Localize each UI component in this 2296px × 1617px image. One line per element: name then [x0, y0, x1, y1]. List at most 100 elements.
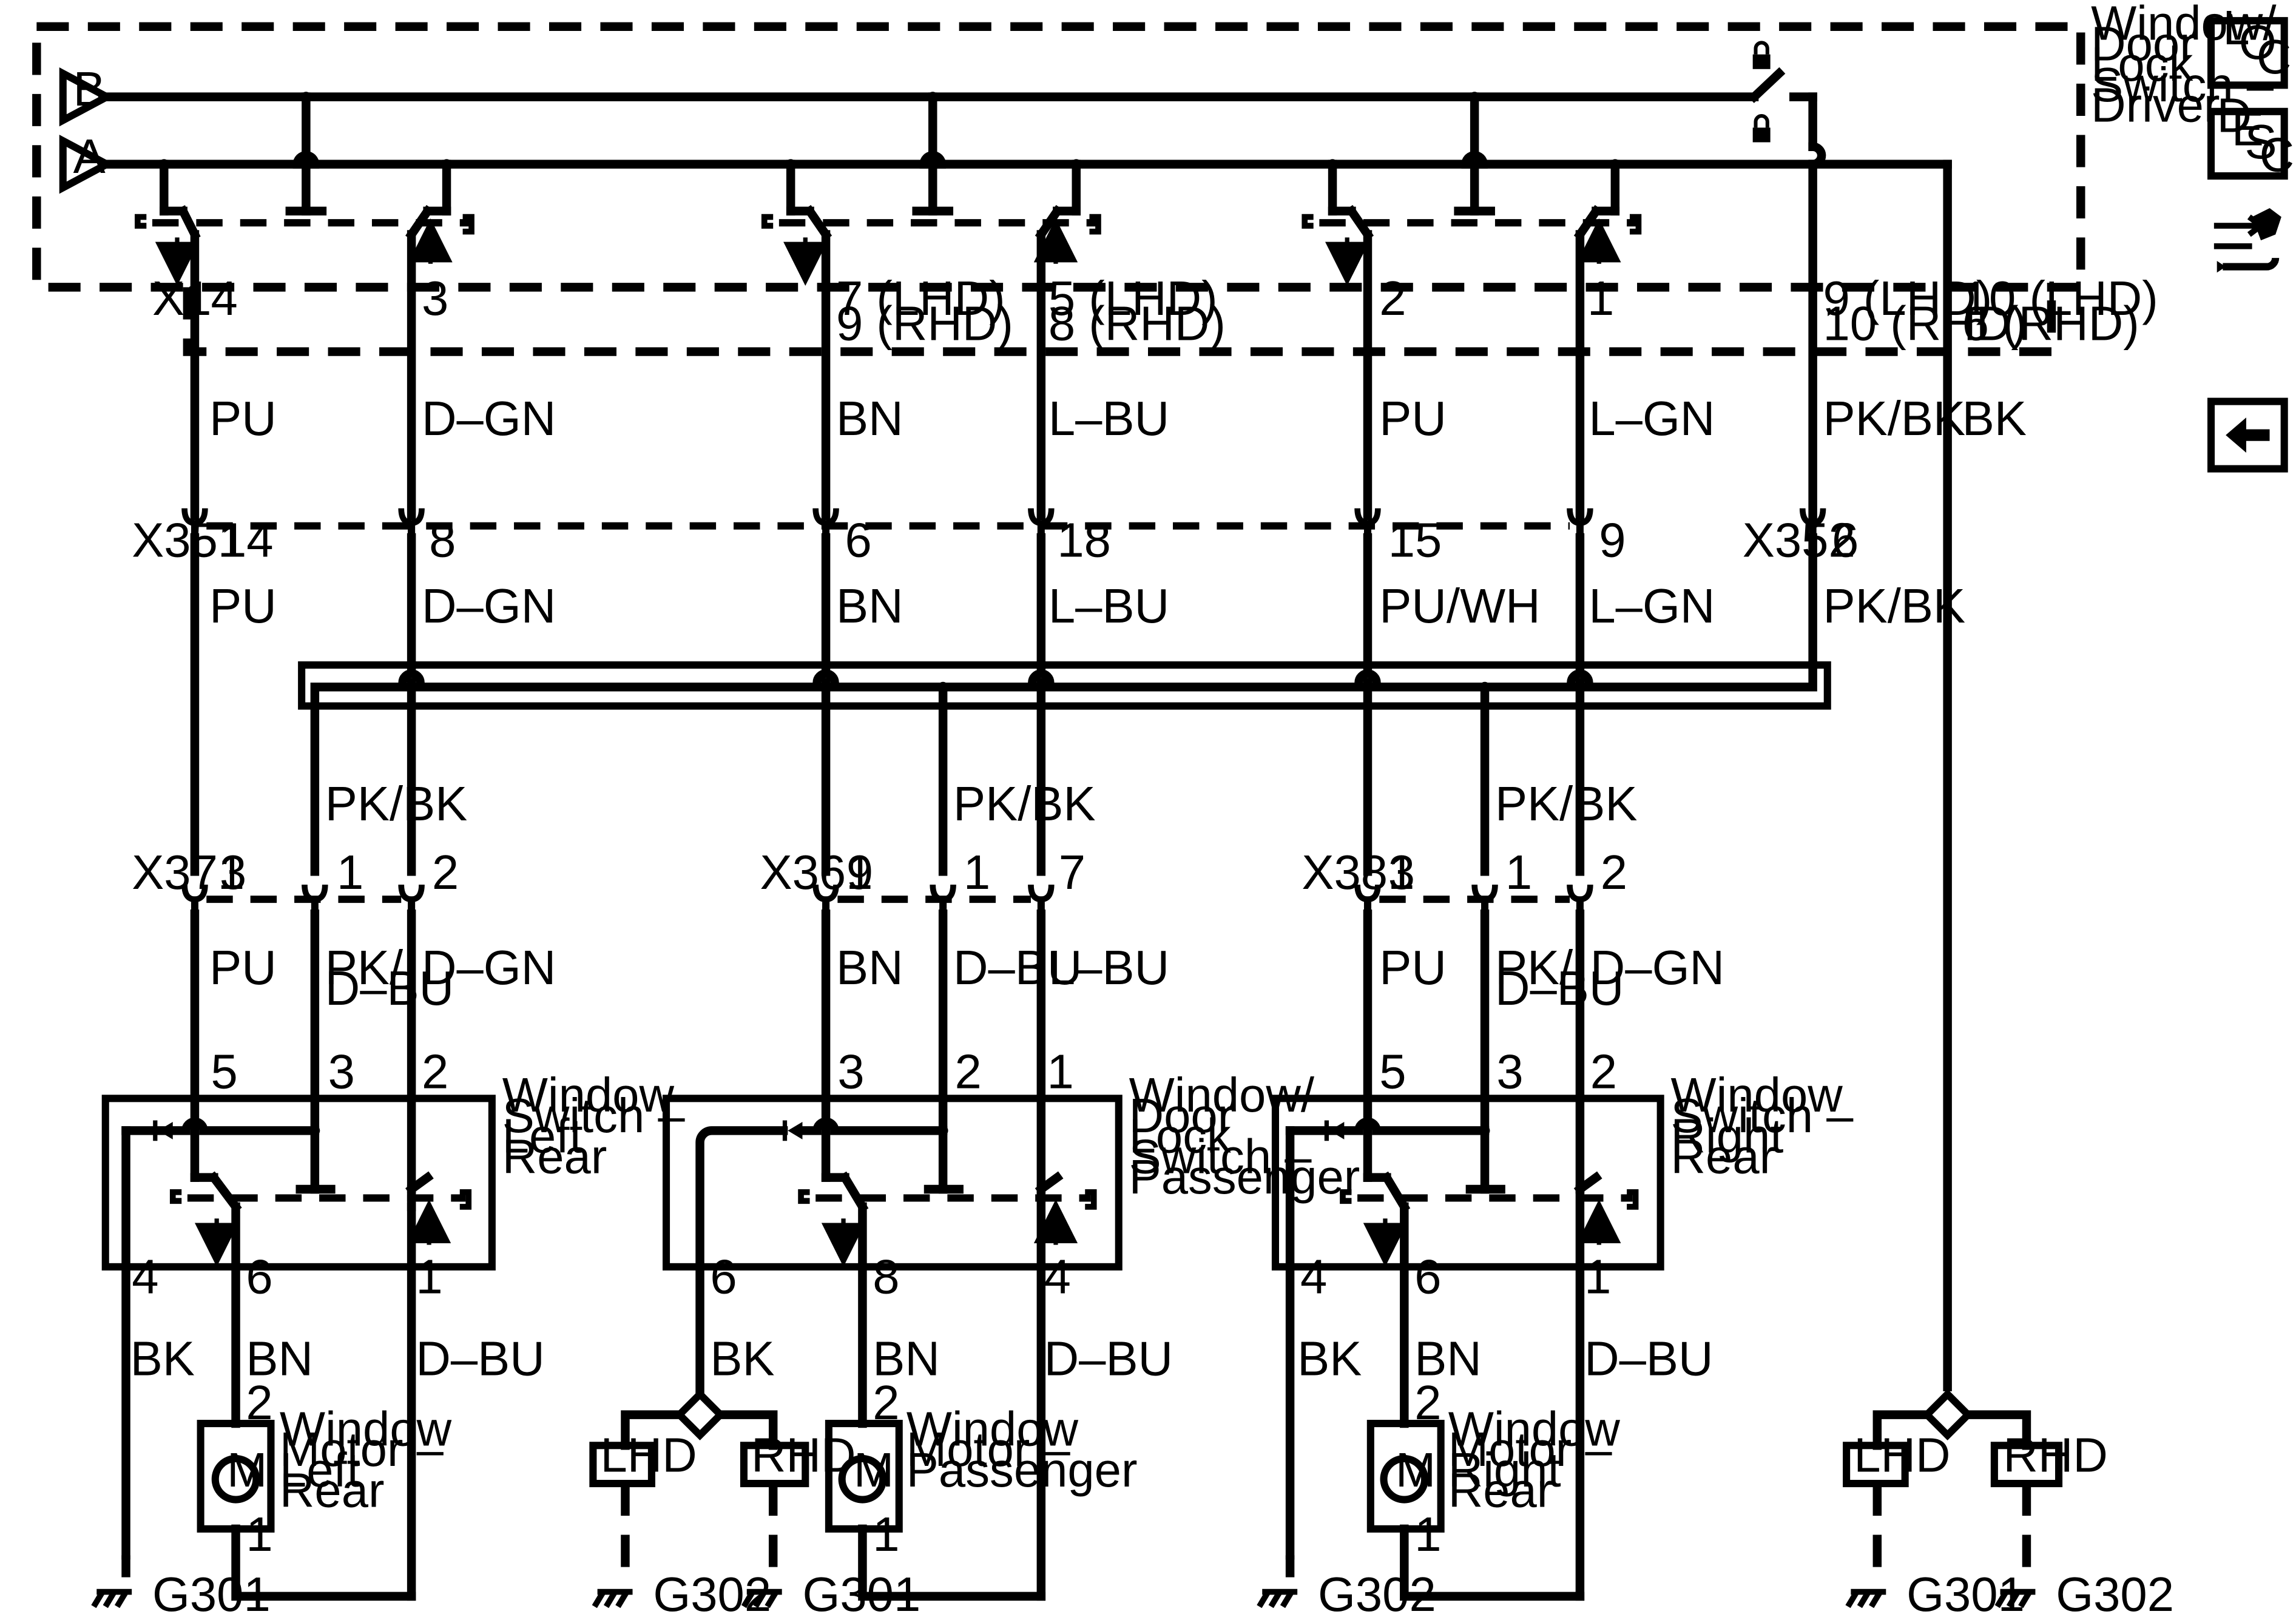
- svg-text:9 (LHD): 9 (LHD): [1823, 271, 1993, 325]
- svg-text:Motor –: Motor –: [907, 1422, 1071, 1476]
- svg-text:6: 6: [845, 513, 871, 567]
- svg-text:X371: X371: [132, 845, 245, 899]
- svg-text:8: 8: [873, 1249, 899, 1303]
- x351-labels: X351 14 8 6 18 15 9 X352 6: [132, 513, 1859, 567]
- svg-text:S: S: [2245, 115, 2277, 169]
- svg-text:1: 1: [416, 1249, 442, 1303]
- svg-text:9 (RHD): 9 (RHD): [836, 296, 1013, 350]
- svg-text:14: 14: [220, 513, 274, 567]
- svg-text:2: 2: [422, 1044, 448, 1098]
- svg-text:X351: X351: [132, 513, 245, 567]
- svg-text:D–GN: D–GN: [422, 391, 556, 445]
- svg-text:2: 2: [432, 845, 459, 899]
- svg-text:Motor –: Motor –: [280, 1422, 444, 1476]
- lower-wires: [190, 910, 1585, 1194]
- svg-text:5 (LHD): 5 (LHD): [1048, 271, 1218, 325]
- input-b-triangle: [59, 67, 115, 127]
- svg-text:6 (RHD): 6 (RHD): [1962, 296, 2139, 350]
- svg-text:PK/BK: PK/BK: [325, 777, 468, 831]
- svg-text:Window: Window: [280, 1402, 452, 1456]
- svg-text:M: M: [227, 1443, 267, 1497]
- svg-text:Passenger: Passenger: [1129, 1150, 1360, 1204]
- svg-text:D–BU: D–BU: [1495, 961, 1624, 1015]
- svg-text:PU: PU: [209, 391, 277, 445]
- svg-text:D: D: [2217, 89, 2252, 143]
- svg-text:Driver: Driver: [2091, 78, 2220, 132]
- svg-text:LHD: LHD: [1854, 1428, 1950, 1482]
- svg-text:1: 1: [1505, 845, 1532, 899]
- svg-text:PK/: PK/: [325, 940, 403, 994]
- input-a-triangle: [59, 134, 115, 194]
- svg-text:2: 2: [954, 1044, 981, 1098]
- svg-text:BN: BN: [836, 391, 903, 445]
- svg-text:Lock: Lock: [1129, 1109, 1231, 1163]
- switch-common-taps: [285, 92, 1495, 216]
- ground-g302-right-icon: [1259, 1592, 1297, 1607]
- input-a-label: A: [73, 129, 106, 183]
- svg-text:Rear: Rear: [1671, 1129, 1776, 1183]
- svg-text:18: 18: [1057, 513, 1111, 567]
- svg-text:M: M: [1396, 1443, 1436, 1497]
- svg-text:3: 3: [1496, 1044, 1523, 1098]
- svg-text:D–BU: D–BU: [1044, 1331, 1173, 1385]
- motor-passenger: M 2 1 Window Motor – Passenger: [825, 1376, 1138, 1601]
- grounds: G301 G302 G301 G302 G301 G302: [93, 1567, 2174, 1617]
- svg-text:4: 4: [1044, 1249, 1071, 1303]
- svg-text:Window: Window: [1448, 1402, 1621, 1456]
- svg-text:5: 5: [1379, 1044, 1406, 1098]
- svg-text:D–BU: D–BU: [953, 940, 1082, 994]
- driver-switch-outline: [32, 22, 2085, 292]
- svg-text:C: C: [2257, 30, 2292, 84]
- svg-text:BN: BN: [873, 1331, 940, 1385]
- x1-connector-outline: [183, 287, 2056, 356]
- svg-text:3: 3: [220, 845, 246, 899]
- door-connectors: [184, 885, 1590, 914]
- svg-text:2: 2: [1414, 1376, 1441, 1430]
- svg-text:2: 2: [1379, 271, 1406, 325]
- driver-arrows: [155, 218, 1621, 286]
- svg-text:PK/BK: PK/BK: [953, 777, 1096, 831]
- left-rear-switch: Window Switch – Left Rear 4 6 1: [101, 1068, 685, 1601]
- svg-text:BN: BN: [246, 1331, 313, 1385]
- svg-text:3: 3: [422, 271, 448, 325]
- svg-text:7: 7: [1059, 845, 1086, 899]
- x1-label: X1: [152, 271, 211, 325]
- svg-text:Passenger: Passenger: [907, 1443, 1138, 1497]
- switch-top-pins: 5 3 2 3 2 1 5 3 2: [211, 1044, 1618, 1098]
- svg-text:BK: BK: [1962, 391, 2027, 445]
- svg-text:1: 1: [1587, 271, 1614, 325]
- svg-text:O: O: [2239, 15, 2277, 69]
- svg-text:L–GN: L–GN: [1589, 579, 1715, 633]
- location-button[interactable]: L O C: [2207, 1, 2292, 89]
- svg-text:BN: BN: [836, 940, 903, 994]
- middle-wires: [190, 533, 1817, 876]
- svg-text:L–BU: L–BU: [1048, 391, 1169, 445]
- svg-text:Door: Door: [1129, 1089, 1234, 1143]
- svg-text:15: 15: [1388, 513, 1442, 567]
- back-button[interactable]: [2207, 397, 2288, 473]
- svg-text:Right: Right: [1448, 1443, 1561, 1497]
- lock-icon: [1753, 116, 1771, 142]
- svg-text:X352: X352: [1743, 513, 1855, 567]
- svg-text:Left: Left: [502, 1109, 583, 1163]
- svg-text:6: 6: [246, 1249, 272, 1303]
- svg-text:PU/WH: PU/WH: [1379, 579, 1540, 633]
- description-button[interactable]: D E S C: [2207, 89, 2294, 182]
- upper-wires: [190, 160, 1952, 1391]
- svg-text:PK/BK: PK/BK: [1823, 579, 1966, 633]
- svg-text:3: 3: [328, 1044, 355, 1098]
- lower-wire-colors: PU PK/ D–BU D–GN BN D–BU L–BU PU PK/ D–B…: [209, 940, 1724, 1015]
- svg-text:G302: G302: [1318, 1567, 1436, 1617]
- svg-text:Right: Right: [1671, 1109, 1784, 1163]
- x1-pin-labels: X1 4 3 7 (LHD) 9 (RHD) 5 (LHD) 8 (RHD) 2…: [152, 271, 2158, 350]
- component-tools-icon[interactable]: [2213, 208, 2281, 273]
- svg-text:1: 1: [964, 845, 990, 899]
- svg-text:2: 2: [1590, 1044, 1617, 1098]
- svg-text:6: 6: [710, 1249, 737, 1303]
- svg-text:1: 1: [1414, 1507, 1441, 1561]
- svg-text:G302: G302: [2056, 1567, 2174, 1617]
- svg-text:X381: X381: [1302, 845, 1414, 899]
- svg-text:4: 4: [211, 271, 238, 325]
- svg-text:9: 9: [1599, 513, 1626, 567]
- svg-text:1: 1: [1047, 1044, 1073, 1098]
